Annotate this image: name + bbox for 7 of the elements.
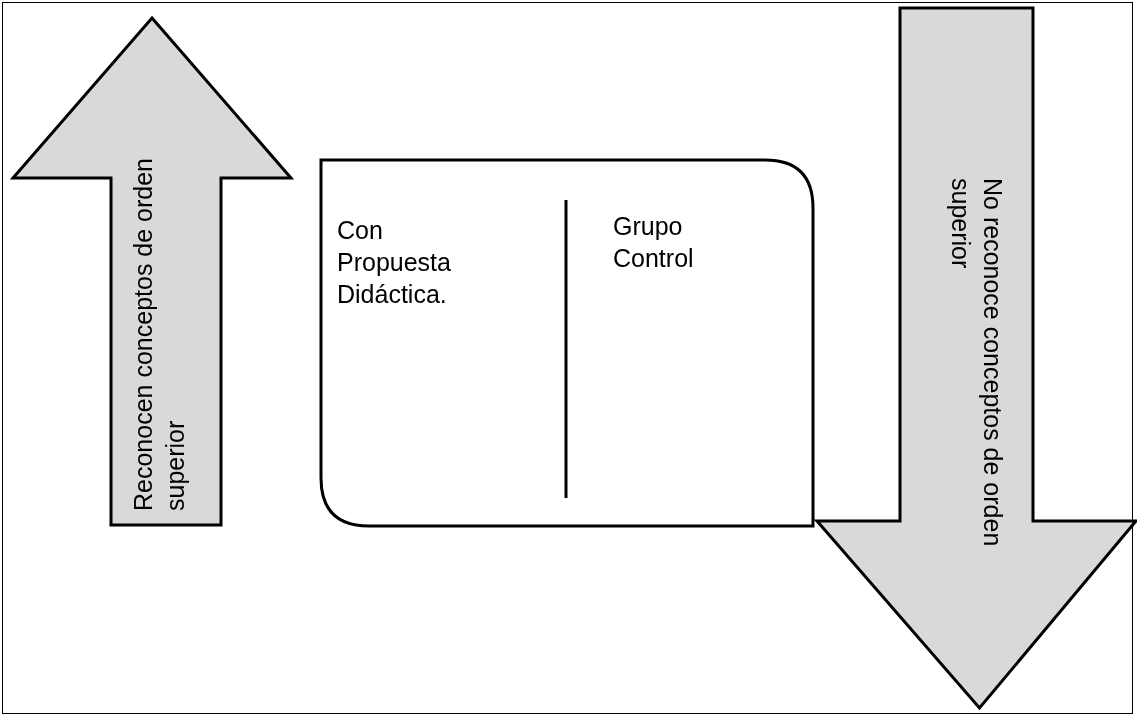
group-label: Grupo Control [613, 211, 695, 274]
arrow-label: Reconocen conceptos de orden superior [128, 156, 190, 511]
group-label: Con Propuesta Didáctica. [337, 215, 452, 310]
arrow-label: No reconoce conceptos de orden superior [946, 178, 1008, 549]
up-block-arrow [11, 16, 293, 527]
rounded-box [319, 158, 815, 528]
down-block-arrow [815, 6, 1137, 710]
